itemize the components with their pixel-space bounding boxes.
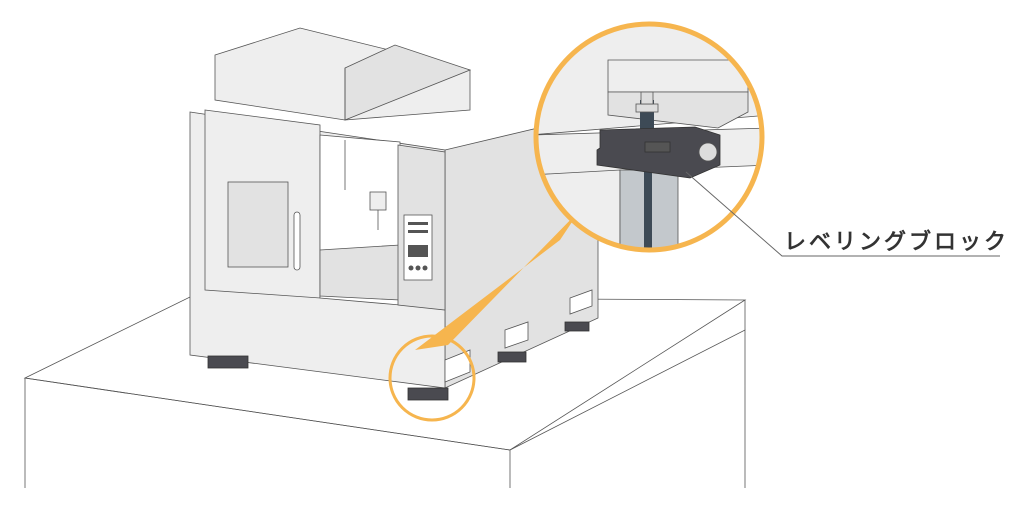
magnifier-circle: [533, 21, 765, 253]
leveling-block-label: レベリングブロック: [784, 230, 1010, 255]
bolt-icon: [698, 142, 718, 162]
focus-circle: [388, 334, 476, 422]
leader-line: [685, 171, 1000, 257]
machining-center: [189, 27, 599, 401]
magnified-detail: [537, 25, 761, 249]
